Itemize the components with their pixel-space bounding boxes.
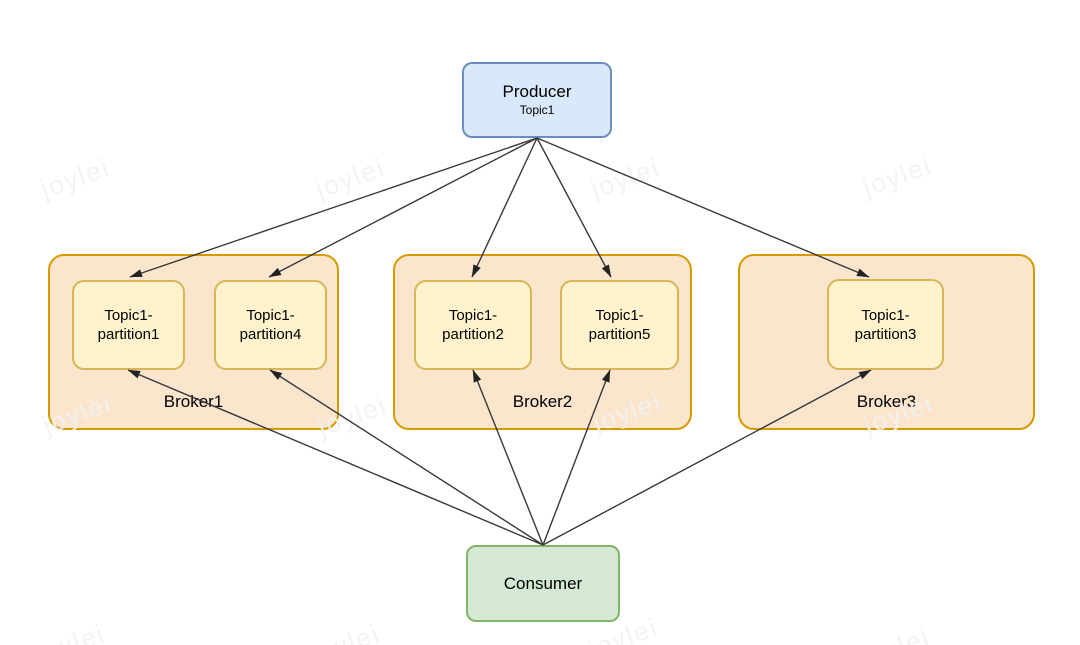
partition-label-line2: partition1 [97,326,160,343]
partition-label-line2: partition3 [854,325,917,343]
partition-label-line1: Topic1- [861,306,910,324]
watermark: joylei [857,622,935,645]
broker1-node: Topic1- partition1 Topic1- partition4 Br… [48,254,339,430]
partition-label-line2: partition4 [239,326,302,343]
partition-topic1-partition2: Topic1- partition2 [414,280,532,370]
broker3-label: Broker3 [856,392,917,411]
broker2-label: Broker2 [512,392,573,411]
watermark: joylei [306,617,385,645]
partition-topic1-partition4: Topic1- partition4 [214,280,327,370]
watermark: joylei [586,151,665,205]
producer-topic-label: Topic1 [519,103,555,117]
partition-topic1-partition5: Topic1- partition5 [560,280,679,370]
partition-topic1-partition1: Topic1- partition1 [72,280,185,370]
consumer-label: Consumer [503,573,583,593]
partition-label-line1: Topic1- [448,307,498,324]
broker3-node: Topic1- partition3 Broker3 [738,254,1035,430]
broker1-label: Broker1 [163,392,224,411]
consumer-node: Consumer [466,545,620,622]
watermark: joylei [36,151,115,205]
partition-label-line2: partition5 [588,326,651,343]
watermark: joylei [858,149,937,203]
producer-node: Producer Topic1 [462,62,612,138]
producer-label: Producer [502,82,572,101]
partition-label-line1: Topic1- [104,307,153,324]
broker2-node: Topic1- partition2 Topic1- partition5 Br… [393,254,692,430]
partition-label-line1: Topic1- [246,307,295,324]
watermark: joylei [311,151,390,205]
partition-topic1-partition3: Topic1- partition3 [827,279,944,370]
partition-label-line2: partition2 [442,326,504,343]
watermark: joylei [31,617,110,645]
partition-label-line1: Topic1- [595,307,644,324]
